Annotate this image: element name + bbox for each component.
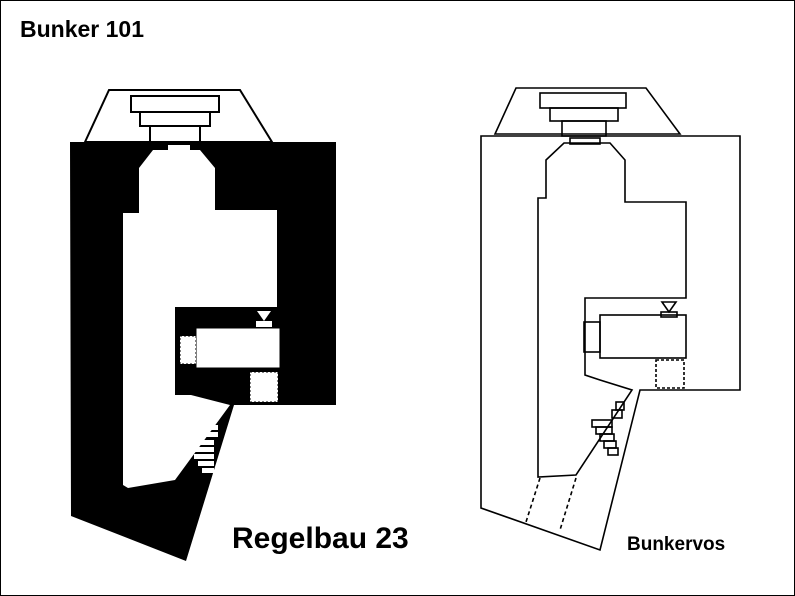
outline-plan-main-room [537, 142, 687, 478]
outline-plan-corner-cell [655, 359, 685, 389]
solid-plan-side-chamber [195, 327, 281, 369]
outline-plan-outer-wall [480, 135, 741, 552]
outline-plan-stairs [591, 401, 625, 456]
solid-plan-stairs [186, 425, 218, 473]
outline-plan-roof [493, 87, 682, 135]
outline-plan-gun-mount-top [539, 92, 627, 109]
solid-plan-niche [179, 335, 197, 365]
outline-plan-gun-slot [569, 137, 601, 145]
outline-plan-side-chamber [599, 314, 687, 359]
outline-plan-vent [660, 301, 678, 314]
solid-plan-gun-mount-mid [139, 111, 211, 127]
solid-plan-corner-cell [249, 371, 279, 403]
solid-plan-main-room [123, 150, 277, 488]
plan-subtitle: Regelbau 23 [232, 522, 409, 555]
outline-plan [480, 87, 741, 552]
outline-plan-niche [583, 321, 601, 353]
source-credit: Bunkervos [627, 534, 726, 555]
solid-plan [70, 89, 336, 561]
solid-plan-gun-mount-top [130, 95, 220, 113]
solid-plan-gun-mount-base [149, 125, 201, 143]
page-title: Bunker 101 [20, 16, 145, 42]
solid-plan-gun-slot [168, 145, 190, 153]
outline-plan-vent-base [660, 311, 678, 318]
solid-plan-vent-base [256, 321, 272, 327]
outline-plan-dashed-passage [525, 477, 577, 531]
outline-plan-gun-mount-mid [549, 107, 619, 122]
solid-plan-vent [257, 311, 271, 321]
